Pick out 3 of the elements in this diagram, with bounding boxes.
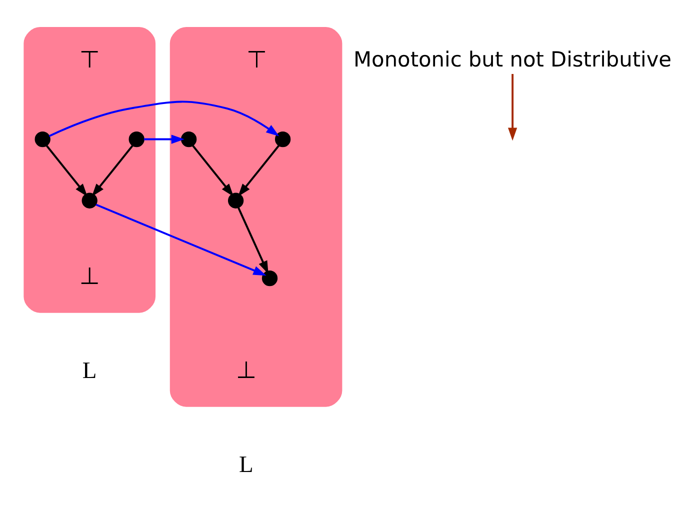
node-label: L [239, 452, 254, 478]
node-label: L [82, 358, 97, 384]
node-text: Monotonic but not Distributive [354, 48, 672, 72]
